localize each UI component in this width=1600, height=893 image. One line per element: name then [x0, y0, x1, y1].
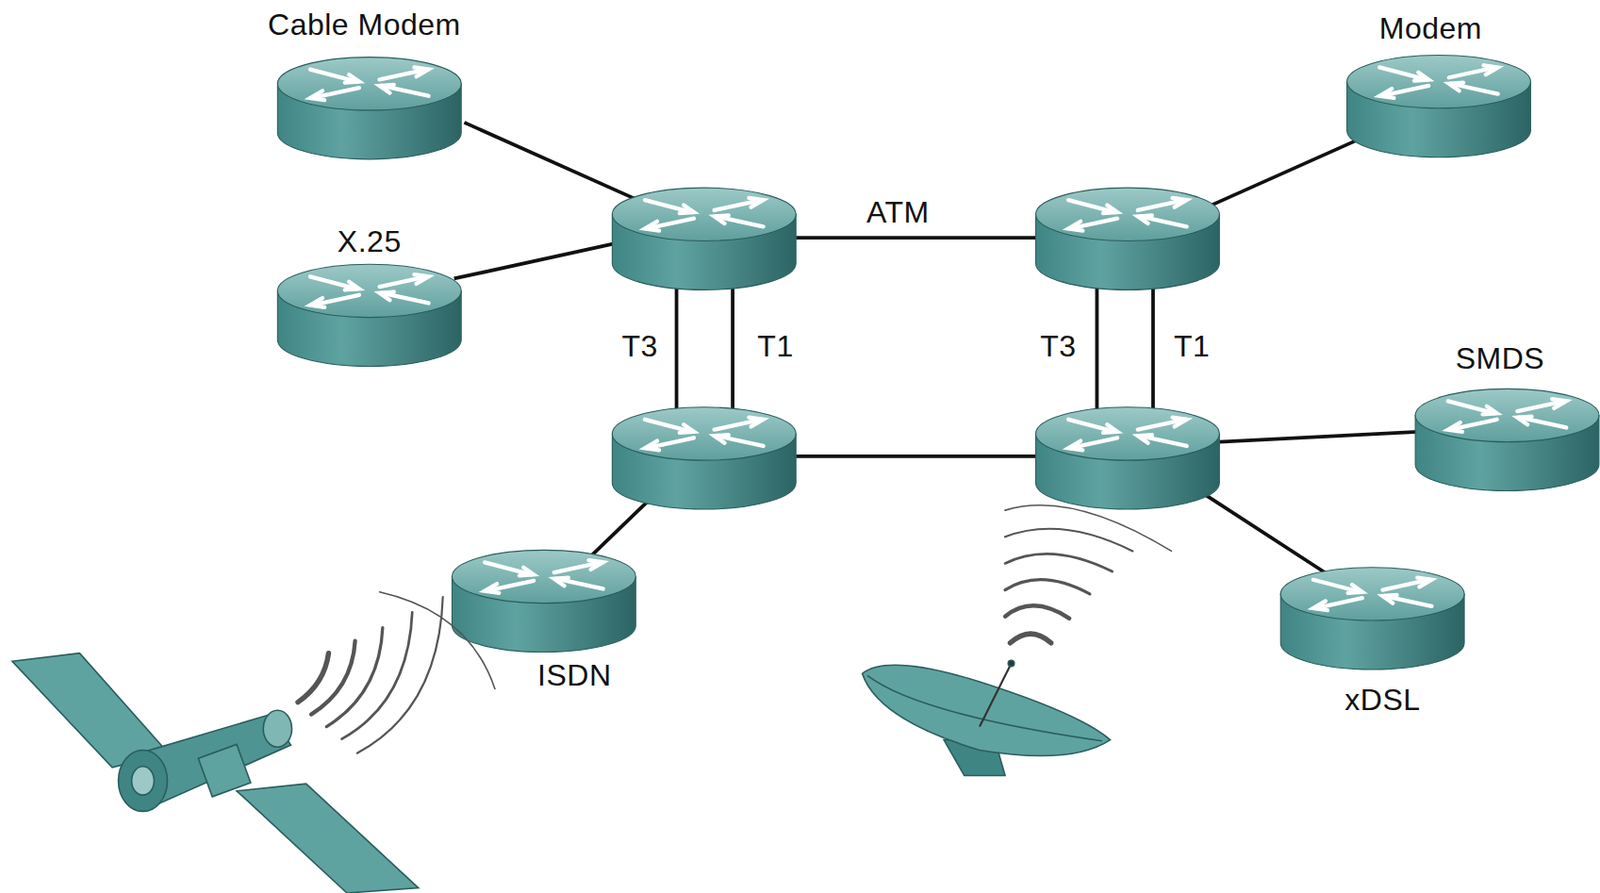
- link-label: T1: [1173, 329, 1210, 363]
- router-node: Modem: [1344, 10, 1533, 160]
- router-label: Modem: [1379, 12, 1483, 46]
- link-label: T3: [621, 329, 658, 363]
- router-node: Cable Modem: [263, 6, 465, 162]
- link-label: ATM: [866, 196, 930, 230]
- router-node: ISDN: [449, 547, 638, 694]
- router-node: xDSL: [1278, 565, 1467, 719]
- router-label: xDSL: [1344, 683, 1420, 717]
- link-label: T3: [1039, 329, 1076, 363]
- router-label: ISDN: [537, 659, 611, 693]
- link-label: T1: [757, 329, 793, 363]
- router-node: SMDS: [1413, 340, 1597, 493]
- router-node: X.25: [275, 223, 463, 369]
- router-label: Cable Modem: [267, 8, 462, 42]
- router-label: X.25: [337, 225, 402, 259]
- router-label: SMDS: [1455, 342, 1545, 376]
